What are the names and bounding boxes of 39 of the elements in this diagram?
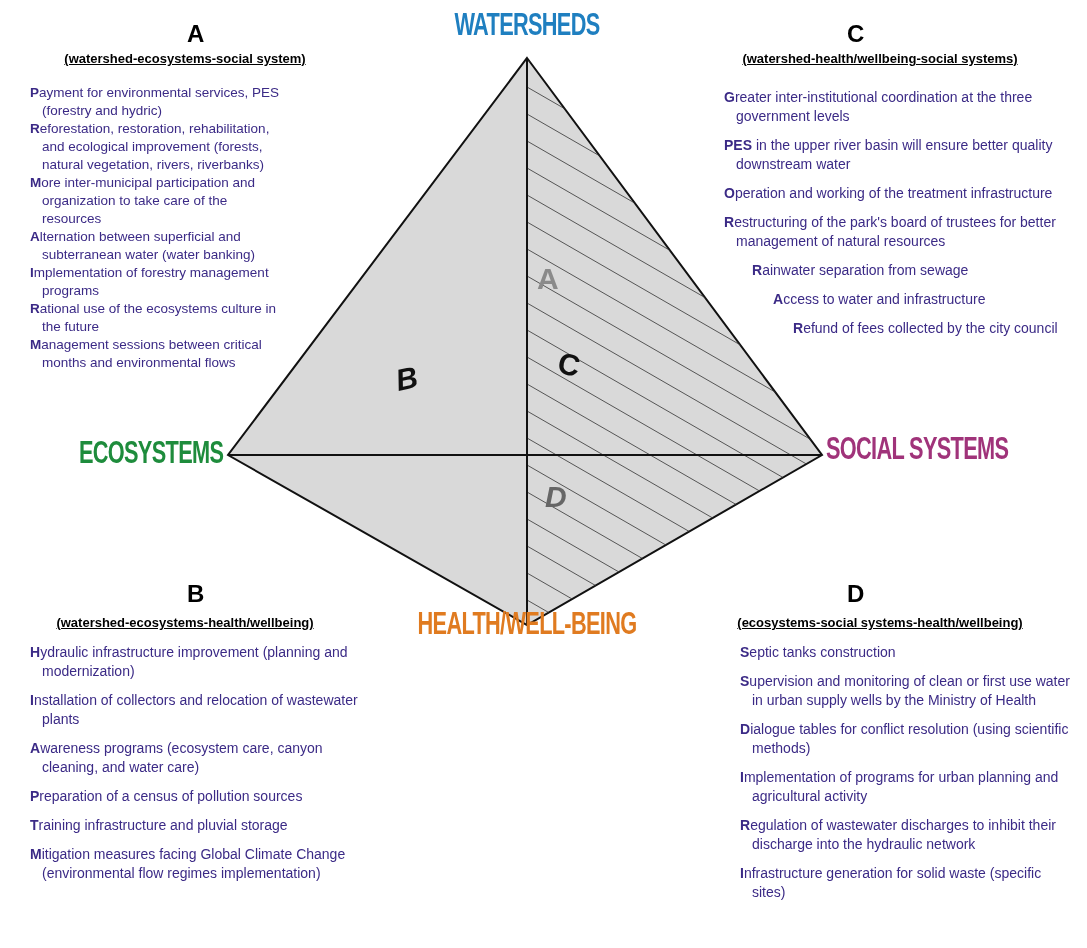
vertex-label: HEALTH/WELL-BEING [417,604,637,643]
list-item: Reforestation, restoration, rehabilitation, and ecological improvement (forests, natural vegetation, rivers, riverbanks) [30,120,271,174]
list-item: Management sessions between critical months and environmental flows [30,336,263,372]
list-item: Payment for environmental services, PES (forestry and hydric) [30,84,280,120]
face-letter: B [392,360,421,398]
list-item: Restructuring of the park's board of trustees for better management of natural resources [724,213,1057,251]
list-item: Preparation of a census of pollution sources [30,787,304,806]
list-item: Regulation of wastewater discharges to inhibit their discharge into the hydraulic network [740,816,1057,854]
list-item: Mitigation measures facing Global Climate Change (environmental flow regimes implementation) [30,845,347,883]
list-item: Operation and working of the treatment infrastructure [724,184,1054,203]
section-subtitle: (ecosystems-social systems-health/wellbeing) [736,614,1024,632]
section-letter: B [187,580,205,608]
list-item: Septic tanks construction [740,643,897,662]
vertex-label: WATERSHEDS [454,5,600,44]
section-letter: A [187,20,205,48]
vertex-label: ECOSYSTEMS [78,433,223,472]
face-letter: C [554,346,583,384]
section-subtitle: (watershed-ecosystems-health/wellbeing) [55,614,315,632]
list-item: Installation of collectors and relocation of wastewater plants [30,691,359,729]
list-item: Training infrastructure and pluvial storage [30,816,289,835]
section-subtitle: (watershed-ecosystems-social system) [63,50,307,68]
vertex-label: SOCIAL SYSTEMS [826,429,1009,468]
face-letter: D [545,480,567,514]
list-item: Dialogue tables for conflict resolution (using scientific methods) [740,720,1070,758]
face-letter: A [537,262,559,296]
list-item: Infrastructure generation for solid waste (specific sites) [740,864,1043,902]
section-letter: D [847,580,865,608]
list-item: Implementation of programs for urban planning and agricultural activity [740,768,1060,806]
list-item: Refund of fees collected by the city council [793,319,1059,338]
list-item: Alternation between superficial and subterranean water (water banking) [30,228,257,264]
section-subtitle: (watershed-health/wellbeing-social systems) [741,50,1019,68]
list-item: Awareness programs (ecosystem care, canyon cleaning, and water care) [30,739,324,777]
list-item: Hydraulic infrastructure improvement (planning and modernization) [30,643,349,681]
list-item: PES in the upper river basin will ensure better quality downstream water [724,136,1054,174]
list-item: Greater inter-institutional coordination at the three government levels [724,88,1034,126]
list-item: Supervision and monitoring of clean or first use water in urban supply wells by the Ministry of Health [740,672,1071,710]
section-letter: C [847,20,865,48]
list-item: Rainwater separation from sewage [752,261,970,280]
list-item: Access to water and infrastructure [773,290,987,309]
